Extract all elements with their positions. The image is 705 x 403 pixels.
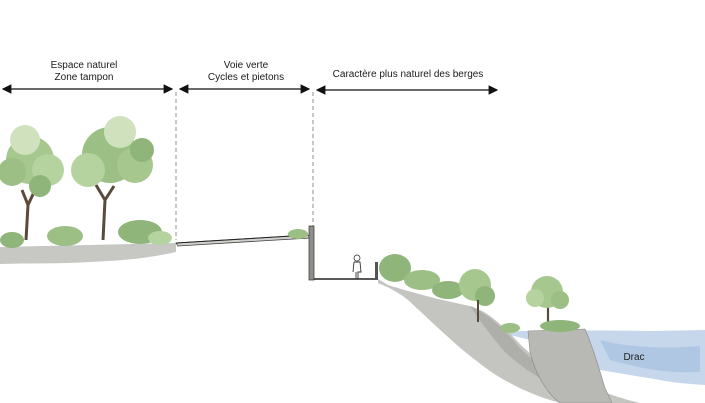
- voie-verte-line1: Voie verte: [223, 60, 269, 71]
- retaining-wall: [308, 225, 315, 281]
- espace-naturel-line1: Espace naturel: [50, 60, 118, 71]
- tree-left: [0, 125, 64, 241]
- tree-middle: [71, 116, 154, 241]
- left-shrubs: [0, 220, 172, 248]
- voie-verte-line2: Cycles et pietons: [207, 72, 285, 83]
- left-embankment: [0, 243, 176, 264]
- bank-vegetation: [379, 254, 520, 333]
- river-label: Drac: [614, 352, 654, 364]
- pedestrian-figure: [352, 254, 362, 279]
- espace-naturel-label: Espace naturel Zone tampon: [28, 60, 140, 84]
- river-name: Drac: [623, 352, 645, 363]
- greenway-shrub: [288, 229, 308, 239]
- riverbank-rock: [527, 328, 613, 403]
- berges-line1: Caractère plus naturel des berges: [332, 69, 484, 80]
- voie-verte-label: Voie verte Cycles et pietons: [186, 60, 306, 84]
- waterside-tree: [526, 276, 580, 332]
- berges-label: Caractère plus naturel des berges: [318, 69, 498, 81]
- espace-naturel-line2: Zone tampon: [54, 72, 114, 83]
- greenway-surface: [175, 234, 309, 244]
- walkway-bollard: [375, 262, 378, 279]
- river-water-shade: [600, 340, 700, 373]
